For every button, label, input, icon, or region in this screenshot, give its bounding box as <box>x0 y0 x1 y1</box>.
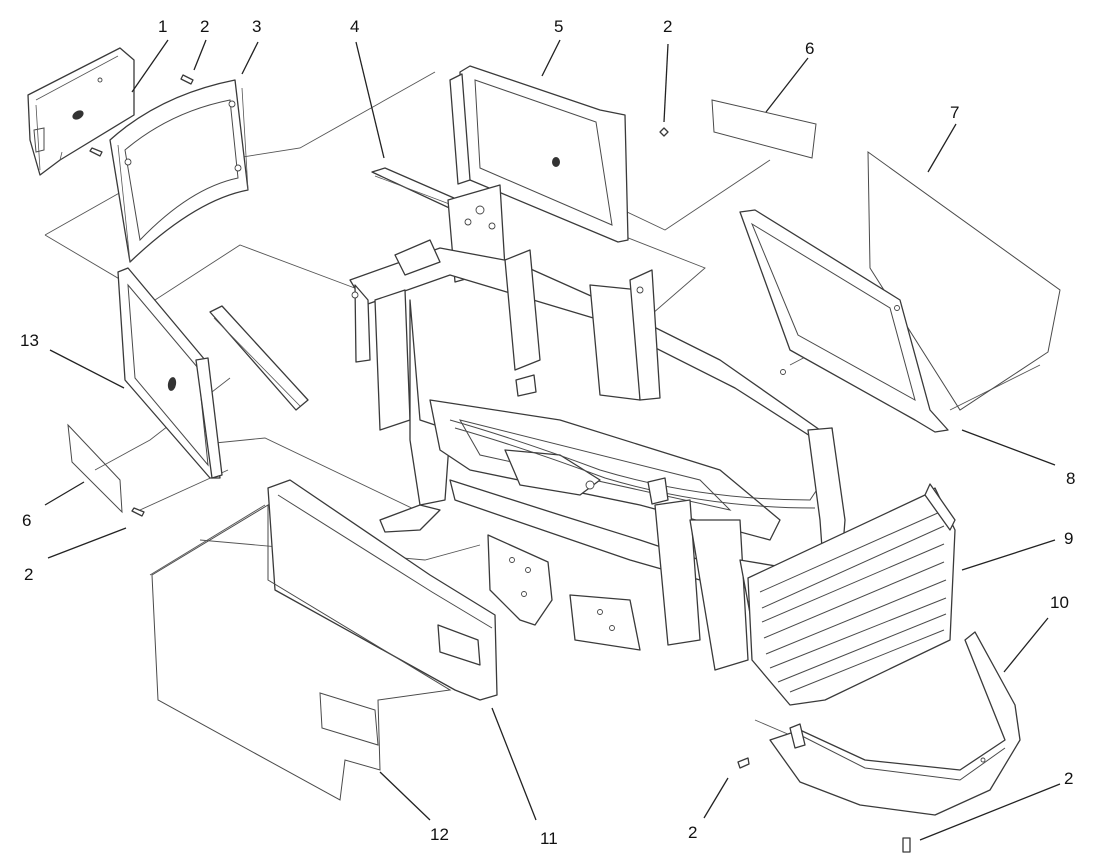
part-5-rear-panel <box>449 65 629 243</box>
callout-9: 9 <box>1064 529 1073 548</box>
part-9-grille <box>747 483 956 706</box>
callout-8: 8 <box>1066 469 1075 488</box>
part-11-side-panel <box>267 479 498 701</box>
part-1-side-cover <box>27 47 135 176</box>
part-6-plate-left <box>67 423 123 514</box>
part-12-lower-panel <box>151 504 452 801</box>
callout-2-bottom: 2 <box>688 823 697 842</box>
part-3-side-frame <box>109 79 249 263</box>
main-chassis-frame <box>349 184 846 671</box>
callout-5: 5 <box>554 17 563 36</box>
callout-6-left: 6 <box>22 511 31 530</box>
callout-labels: 1 2 3 4 5 2 6 7 13 8 6 9 2 10 2 12 11 2 <box>20 17 1075 848</box>
foam-strip-left <box>209 305 309 411</box>
callout-11: 11 <box>540 829 558 848</box>
part-13-side-panel <box>117 267 223 479</box>
callout-13: 13 <box>20 331 39 350</box>
callout-6-top: 6 <box>805 39 814 58</box>
callout-12: 12 <box>430 825 449 844</box>
callout-7: 7 <box>950 103 959 122</box>
part-8-side-frame-right <box>739 209 949 433</box>
callout-1: 1 <box>158 17 167 36</box>
part-6-plate-top <box>711 99 817 159</box>
callout-2-top-middle: 2 <box>663 17 672 36</box>
callout-2-bottom-right: 2 <box>1064 769 1073 788</box>
callout-10: 10 <box>1050 593 1069 612</box>
callout-3: 3 <box>252 17 261 36</box>
part-7-hood-liner <box>867 151 1061 411</box>
screws <box>89 74 911 853</box>
callout-4: 4 <box>350 17 359 36</box>
callout-2-left: 2 <box>24 565 33 584</box>
callout-2-top-left: 2 <box>200 17 209 36</box>
part-10-bumper <box>769 631 1021 816</box>
leader-lines <box>44 39 1061 841</box>
